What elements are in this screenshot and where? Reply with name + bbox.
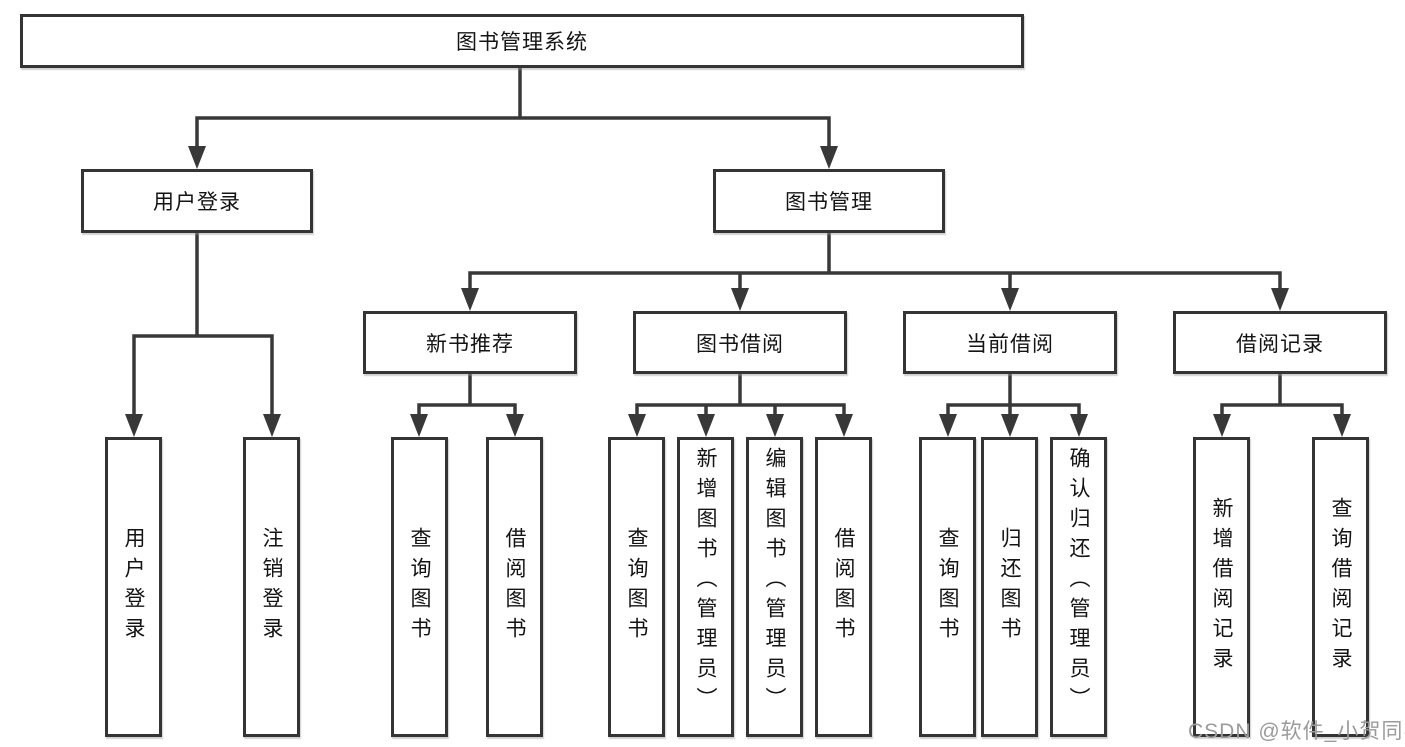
leaf-query-borrow-record: 查询借阅记录 bbox=[1312, 437, 1369, 737]
node-user-login-branch: 用户登录 bbox=[81, 169, 313, 233]
leaf-label: 用户登录 bbox=[122, 527, 145, 647]
leaf-label: 确认归还（管理员） bbox=[1067, 447, 1090, 717]
node-borrowing-records: 借阅记录 bbox=[1173, 311, 1387, 374]
leaf-label: 查询图书 bbox=[625, 527, 648, 647]
node-current-borrowing: 当前借阅 bbox=[903, 311, 1117, 374]
node-new-book-recommend: 新书推荐 bbox=[363, 311, 577, 374]
leaf-return-books: 归还图书 bbox=[981, 437, 1038, 737]
leaf-label: 注销登录 bbox=[260, 527, 283, 647]
leaf-label: 查询图书 bbox=[408, 527, 431, 647]
leaf-label: 借阅图书 bbox=[503, 527, 526, 647]
leaf-confirm-return-admin: 确认归还（管理员） bbox=[1050, 437, 1107, 737]
node-book-borrowing: 图书借阅 bbox=[633, 311, 847, 374]
leaf-query-books-borrowing: 查询图书 bbox=[608, 437, 665, 737]
node-root-library-system: 图书管理系统 bbox=[20, 14, 1024, 68]
leaf-query-books-current: 查询图书 bbox=[919, 437, 976, 737]
leaf-label: 查询图书 bbox=[936, 527, 959, 647]
leaf-label: 新增借阅记录 bbox=[1210, 497, 1233, 677]
watermark: CSDN @软件_小贺同学 bbox=[1188, 720, 1405, 743]
leaf-edit-books-admin: 编辑图书（管理员） bbox=[746, 437, 803, 737]
leaf-logout: 注销登录 bbox=[243, 437, 300, 737]
leaf-query-books-recommend: 查询图书 bbox=[391, 437, 448, 737]
leaf-label: 新增图书（管理员） bbox=[694, 447, 717, 717]
node-book-management-branch: 图书管理 bbox=[713, 169, 945, 233]
leaf-add-borrow-record: 新增借阅记录 bbox=[1193, 437, 1250, 737]
leaf-label: 查询借阅记录 bbox=[1329, 497, 1352, 677]
leaf-user-login: 用户登录 bbox=[105, 437, 162, 737]
leaf-label: 归还图书 bbox=[998, 527, 1021, 647]
leaf-label: 借阅图书 bbox=[832, 527, 855, 647]
leaf-add-books-admin: 新增图书（管理员） bbox=[677, 437, 734, 737]
leaf-label: 编辑图书（管理员） bbox=[763, 447, 786, 717]
leaf-borrow-books-recommend: 借阅图书 bbox=[486, 437, 543, 737]
leaf-borrow-books-borrowing: 借阅图书 bbox=[815, 437, 872, 737]
